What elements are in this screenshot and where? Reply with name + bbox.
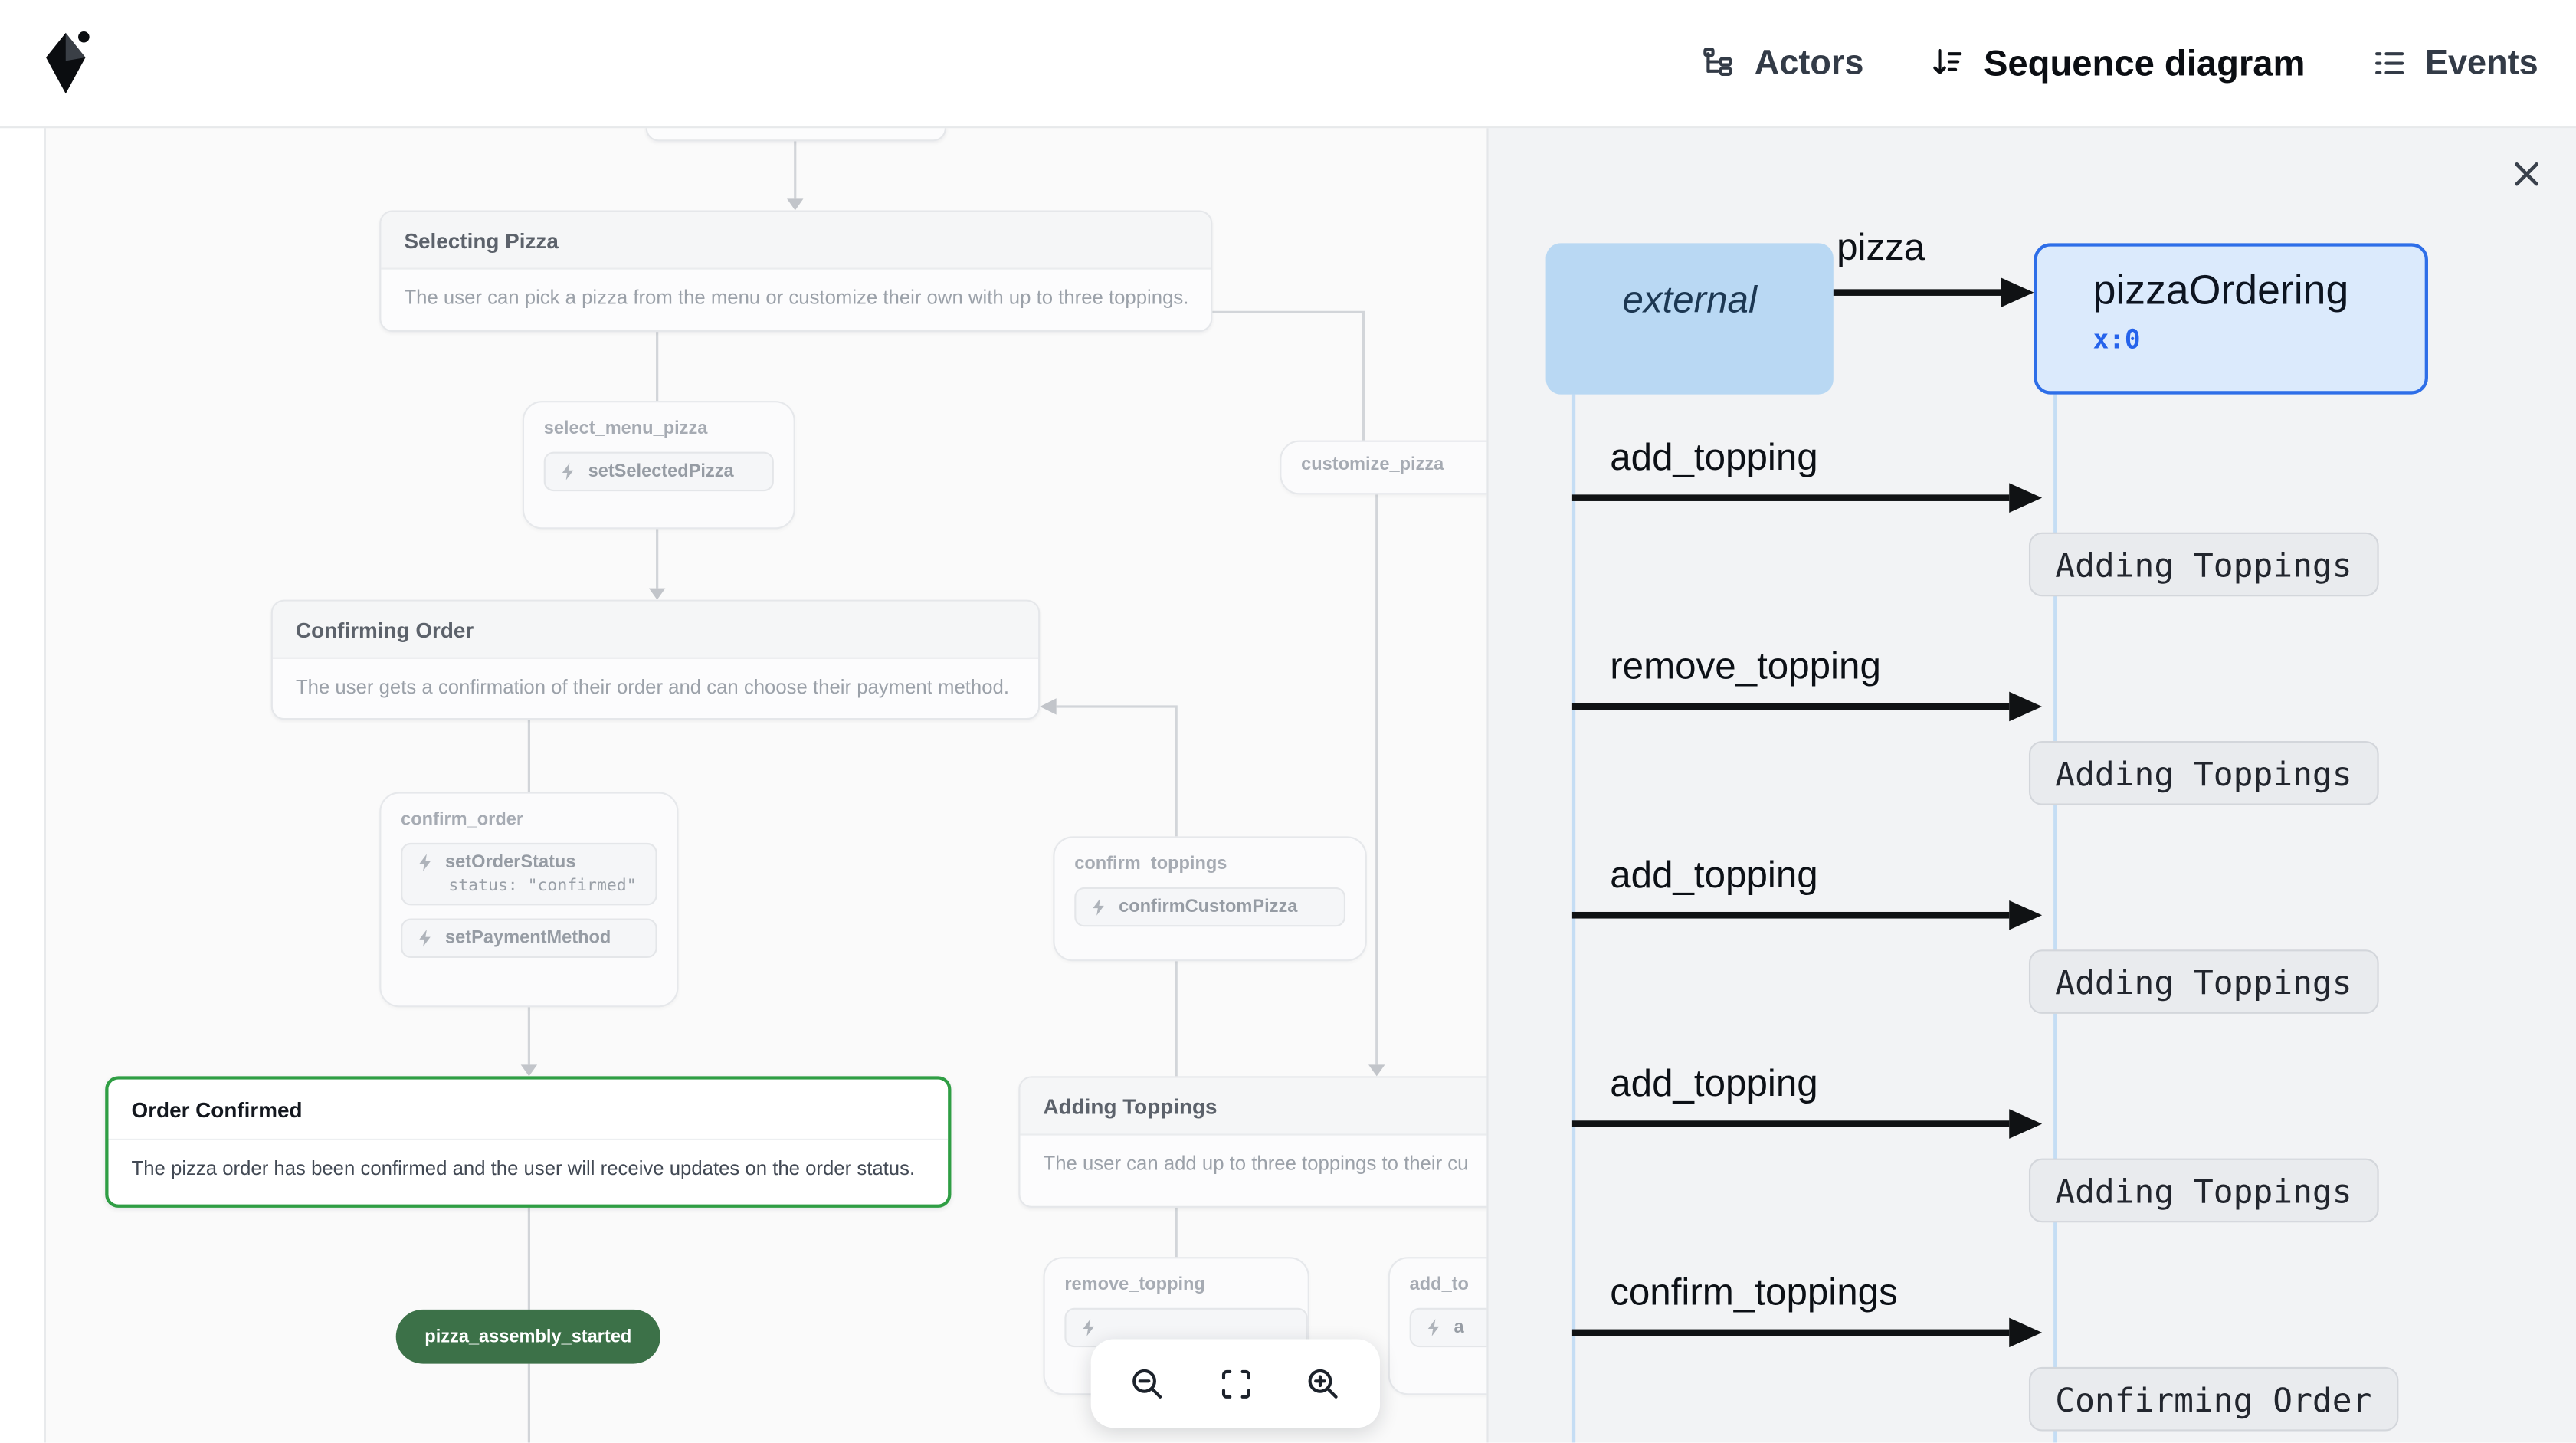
lightning-icon xyxy=(562,463,574,480)
message-event-label: add_topping xyxy=(1610,435,1818,478)
machine-canvas[interactable]: Selecting Pizza The user can pick a pizz… xyxy=(0,126,1487,1443)
actor-counter-badge: x:0 xyxy=(2093,323,2141,356)
fit-view-icon xyxy=(1221,1369,1250,1398)
action-chip[interactable]: a xyxy=(1409,1307,1487,1348)
state-title: Order Confirmed xyxy=(108,1079,949,1141)
actor-external[interactable]: external xyxy=(1545,243,1834,395)
event-label: select_menu_pizza xyxy=(543,418,708,439)
zoom-toolbar xyxy=(1090,1339,1381,1428)
event-node-customize-pizza[interactable]: customize_pizza xyxy=(1280,440,1487,495)
actor-external-label: external xyxy=(1622,277,1757,321)
state-node-confirming-order[interactable]: Confirming Order The user gets a confirm… xyxy=(270,599,1041,720)
event-pill-pizza-assembly-started[interactable]: pizza_assembly_started xyxy=(395,1309,660,1364)
actors-icon xyxy=(1703,48,1732,76)
nav-actors[interactable]: Actors xyxy=(1700,44,1863,83)
event-node-confirm-order[interactable]: confirm_order setOrderStatus status: "co… xyxy=(379,792,679,1008)
message-event-label: add_topping xyxy=(1610,852,1818,896)
lifeline-pizza-ordering xyxy=(2053,394,2057,1443)
message-arrowhead xyxy=(2001,277,2034,307)
action-label: a xyxy=(1454,1317,1464,1338)
lightning-icon xyxy=(419,854,431,871)
event-label: add_to xyxy=(1409,1274,1469,1295)
actor-pizza-ordering[interactable]: pizzaOrdering x:0 xyxy=(2034,243,2428,395)
lightning-icon xyxy=(1083,1319,1094,1336)
message-arrowhead xyxy=(2009,1317,2043,1348)
stately-logo[interactable] xyxy=(39,28,92,97)
message-arrowhead xyxy=(2009,900,2043,930)
message-event-label: confirm_toppings xyxy=(1610,1270,1898,1313)
message-arrowhead xyxy=(2009,483,2043,513)
message-arrow xyxy=(1833,289,2004,296)
message-arrow xyxy=(1571,1120,2010,1127)
close-panel-button[interactable] xyxy=(2506,152,2548,195)
message-arrow xyxy=(1571,494,2010,501)
zoom-in-icon xyxy=(1308,1368,1338,1398)
sequence-state-badge: Adding Toppings xyxy=(2028,1158,2378,1223)
state-description: The user can pick a pizza from the menu … xyxy=(404,286,1189,310)
action-chip[interactable]: setSelectedPizza xyxy=(543,451,774,492)
action-param: status: "confirmed" xyxy=(448,877,637,896)
sequence-diagram-icon xyxy=(1934,49,1963,74)
lightning-icon xyxy=(1427,1319,1440,1336)
zoom-in-button[interactable] xyxy=(1292,1353,1354,1415)
state-description: The user can add up to three toppings to… xyxy=(1043,1152,1469,1176)
nav-actors-label: Actors xyxy=(1754,43,1864,82)
state-description: The user gets a confirmation of their or… xyxy=(295,675,1010,699)
nav-events-label: Events xyxy=(2424,43,2538,82)
action-label: setPaymentMethod xyxy=(445,928,611,949)
event-node-confirm-toppings[interactable]: confirm_toppings confirmCustomPizza xyxy=(1053,836,1367,962)
state-node-partial-top[interactable] xyxy=(645,126,947,142)
zoom-out-button[interactable] xyxy=(1116,1353,1178,1415)
sequence-state-badge: Adding Toppings xyxy=(2028,740,2378,805)
nav-events[interactable]: Events xyxy=(2371,44,2538,83)
clipped-message-label: pizza xyxy=(1837,225,1925,268)
event-node-add-topping-partial[interactable]: add_to a xyxy=(1388,1257,1487,1395)
event-label: customize_pizza xyxy=(1301,454,1444,475)
close-icon xyxy=(2515,162,2538,186)
lifeline-external xyxy=(1571,394,1576,1443)
lightning-icon xyxy=(419,930,431,947)
message-arrow xyxy=(1571,1329,2010,1336)
action-chip[interactable]: confirmCustomPizza xyxy=(1074,887,1346,927)
actor-name: pizzaOrdering xyxy=(2093,267,2349,314)
message-arrow xyxy=(1571,703,2010,710)
canvas-surface xyxy=(44,126,1487,1443)
fit-view-button[interactable] xyxy=(1204,1353,1267,1415)
lightning-icon xyxy=(1093,898,1104,916)
sequence-state-badge: Adding Toppings xyxy=(2028,532,2378,597)
sequence-state-badge: Adding Toppings xyxy=(2028,949,2378,1014)
transition-connectors xyxy=(520,141,1385,1443)
state-title: Adding Toppings xyxy=(1020,1077,1487,1136)
header: Actors Sequence diagram Events xyxy=(0,0,2576,129)
state-node-order-confirmed[interactable]: Order Confirmed The pizza order has been… xyxy=(105,1076,952,1208)
sequence-state-badge: Confirming Order xyxy=(2028,1366,2398,1432)
state-title: Confirming Order xyxy=(272,601,1039,659)
action-chip[interactable]: setPaymentMethod xyxy=(401,918,657,959)
sequence-diagram-panel: pizza external pizzaOrdering x:0 add_top… xyxy=(1486,126,2576,1443)
message-arrowhead xyxy=(2009,1109,2043,1139)
event-node-select-menu-pizza[interactable]: select_menu_pizza setSelectedPizza xyxy=(522,401,795,530)
nav-sequence-diagram[interactable]: Sequence diagram xyxy=(1929,42,2305,85)
message-arrow xyxy=(1571,911,2010,919)
message-arrowhead xyxy=(2009,691,2043,722)
event-pill-label: pizza_assembly_started xyxy=(424,1327,632,1347)
event-label: confirm_order xyxy=(401,810,524,830)
message-event-label: add_topping xyxy=(1610,1061,1818,1104)
action-label: setSelectedPizza xyxy=(588,461,734,482)
zoom-out-icon xyxy=(1132,1368,1162,1398)
action-label: confirmCustomPizza xyxy=(1119,897,1298,917)
state-node-adding-toppings[interactable]: Adding Toppings The user can add up to t… xyxy=(1018,1076,1487,1208)
state-node-selecting-pizza[interactable]: Selecting Pizza The user can pick a pizz… xyxy=(379,210,1213,333)
state-title: Selecting Pizza xyxy=(381,212,1211,270)
event-label: remove_topping xyxy=(1064,1274,1205,1295)
events-icon xyxy=(2375,52,2404,74)
nav-sequence-diagram-label: Sequence diagram xyxy=(1983,41,2306,84)
message-event-label: remove_topping xyxy=(1610,644,1881,687)
state-description: The pizza order has been confirmed and t… xyxy=(131,1156,916,1180)
action-label: setOrderStatus xyxy=(445,852,576,873)
event-label: confirm_toppings xyxy=(1074,854,1227,874)
top-nav: Actors Sequence diagram Events xyxy=(1700,0,2538,126)
action-chip[interactable]: setOrderStatus status: "confirmed" xyxy=(401,842,657,906)
